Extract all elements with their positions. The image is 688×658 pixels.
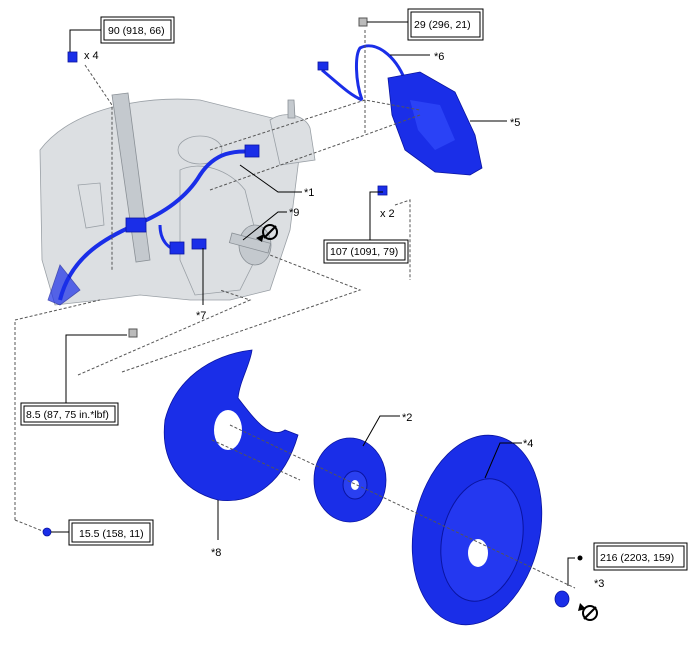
callout-5: *5 bbox=[510, 117, 520, 129]
speed-sensor-harness bbox=[47, 144, 260, 306]
assembly-lines bbox=[14, 30, 576, 589]
non-reusable-dot-icon bbox=[577, 555, 583, 561]
torque-value: 107 (1091, 79) bbox=[330, 246, 398, 258]
brake-caliper bbox=[387, 71, 483, 176]
bolt-icon bbox=[377, 185, 388, 196]
leader-lines bbox=[51, 21, 575, 586]
torque-value: 29 (296, 21) bbox=[414, 19, 471, 31]
do-not-reuse-icon bbox=[256, 224, 278, 242]
nut-icon bbox=[42, 527, 52, 537]
torque-box-brake-line-bolt: 29 (296, 21) bbox=[407, 8, 484, 41]
do-not-reuse-icon bbox=[578, 603, 598, 621]
hub-bearing bbox=[313, 437, 387, 523]
callout-6: *6 bbox=[434, 51, 444, 63]
callout-9: *9 bbox=[289, 207, 299, 219]
torque-box-hub-nut: 216 (2203, 159) bbox=[593, 542, 688, 571]
bolt-icon bbox=[358, 17, 368, 27]
brake-hose bbox=[317, 44, 407, 102]
callout-2: *2 bbox=[402, 412, 412, 424]
callout-4: *4 bbox=[523, 438, 533, 450]
torque-box-shield-bolt: 8.5 (87, 75 in.*lbf) bbox=[20, 402, 119, 426]
bolt-icon bbox=[67, 51, 78, 63]
torque-box-caliper-bolts: 107 (1091, 79) bbox=[323, 239, 409, 264]
quantity-label: x 4 bbox=[84, 50, 99, 62]
torque-box-upper-bolts: 90 (918, 66) bbox=[100, 16, 175, 44]
torque-box-nut-small: 15.5 (158, 11) bbox=[68, 519, 154, 546]
callout-1: *1 bbox=[304, 187, 314, 199]
callout-8: *8 bbox=[211, 547, 221, 559]
callout-3: *3 bbox=[594, 578, 604, 590]
bolt-icon bbox=[128, 328, 138, 338]
torque-value: 15.5 (158, 11) bbox=[79, 528, 144, 540]
brake-disc bbox=[411, 434, 543, 626]
nut-icon bbox=[554, 590, 570, 608]
torque-value: 90 (918, 66) bbox=[108, 25, 165, 37]
torque-value: 8.5 (87, 75 in.*lbf) bbox=[26, 409, 109, 421]
callout-7: *7 bbox=[196, 310, 206, 322]
quantity-label: x 2 bbox=[380, 208, 395, 220]
torque-value: 216 (2203, 159) bbox=[600, 552, 674, 564]
